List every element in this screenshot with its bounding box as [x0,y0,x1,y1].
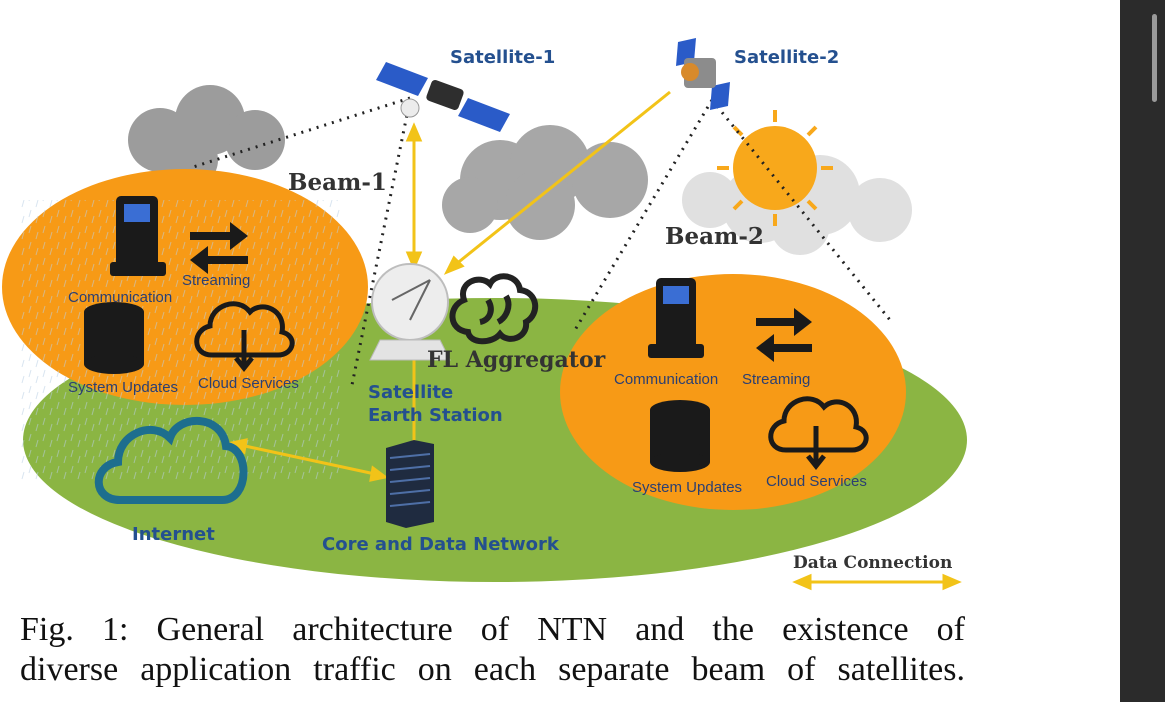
scrollbar-track[interactable] [1120,0,1165,702]
satellite-dish-icon [369,263,451,361]
satellite-icon [676,38,730,110]
beam-1-system-updates-label: System Updates [68,379,178,396]
beam-1-cloud-services-label: Cloud Services [198,375,299,392]
cloud-download-icon [194,301,295,373]
satellite-icon [376,62,510,132]
fl-aggregator-label: FL Aggregator [427,347,606,373]
beam-1-streaming-label: Streaming [182,272,250,289]
data-links [228,90,671,482]
sun-icon [717,110,833,226]
caption-line-1: Fig. 1: General architecture of NTN and … [20,611,965,648]
cloud-download-icon [768,396,869,471]
database-icon [650,400,710,472]
internet-cloud-icon [94,416,248,504]
double-arrow-icon [792,573,962,591]
rain-overlay [20,200,340,480]
beam-2-communication-label: Communication [614,371,718,388]
streaming-arrows-icon [756,308,812,362]
figure-caption: Fig. 1: General architecture of NTN and … [20,610,965,690]
beam-1-communication-label: Communication [68,289,172,306]
beam-1-label: Beam-1 [288,169,387,196]
legend-label: Data Connection [793,553,952,573]
cloud-icon [442,125,648,240]
server-rack-icon [386,440,434,528]
internet-label: Internet [132,524,215,545]
beam-2-streaming-label: Streaming [742,371,810,388]
beam-2-cloud-services-label: Cloud Services [766,473,867,490]
ntn-architecture-diagram: Satellite-1 Satellite-2 Beam-1 Beam-2 FL… [2,38,967,591]
satellite-1-label: Satellite-1 [450,47,555,68]
beam-2-label: Beam-2 [665,223,764,250]
database-icon [84,302,144,374]
beam-boundaries [189,96,892,386]
scrollbar-thumb[interactable] [1152,14,1157,102]
brain-icon [449,273,538,345]
core-network-label: Core and Data Network [322,534,560,555]
beam-2-system-updates-label: System Updates [632,479,742,496]
streaming-arrows-icon [190,222,248,274]
phone-icon [110,196,166,276]
earth-station-label-line2: Earth Station [368,405,503,426]
satellite-2-label: Satellite-2 [734,47,839,68]
phone-icon [648,278,704,358]
caption-line-2: diverse application traffic on each sepa… [20,651,965,688]
earth-station-label-line1: Satellite [368,382,453,403]
cloud-icon [128,85,285,188]
